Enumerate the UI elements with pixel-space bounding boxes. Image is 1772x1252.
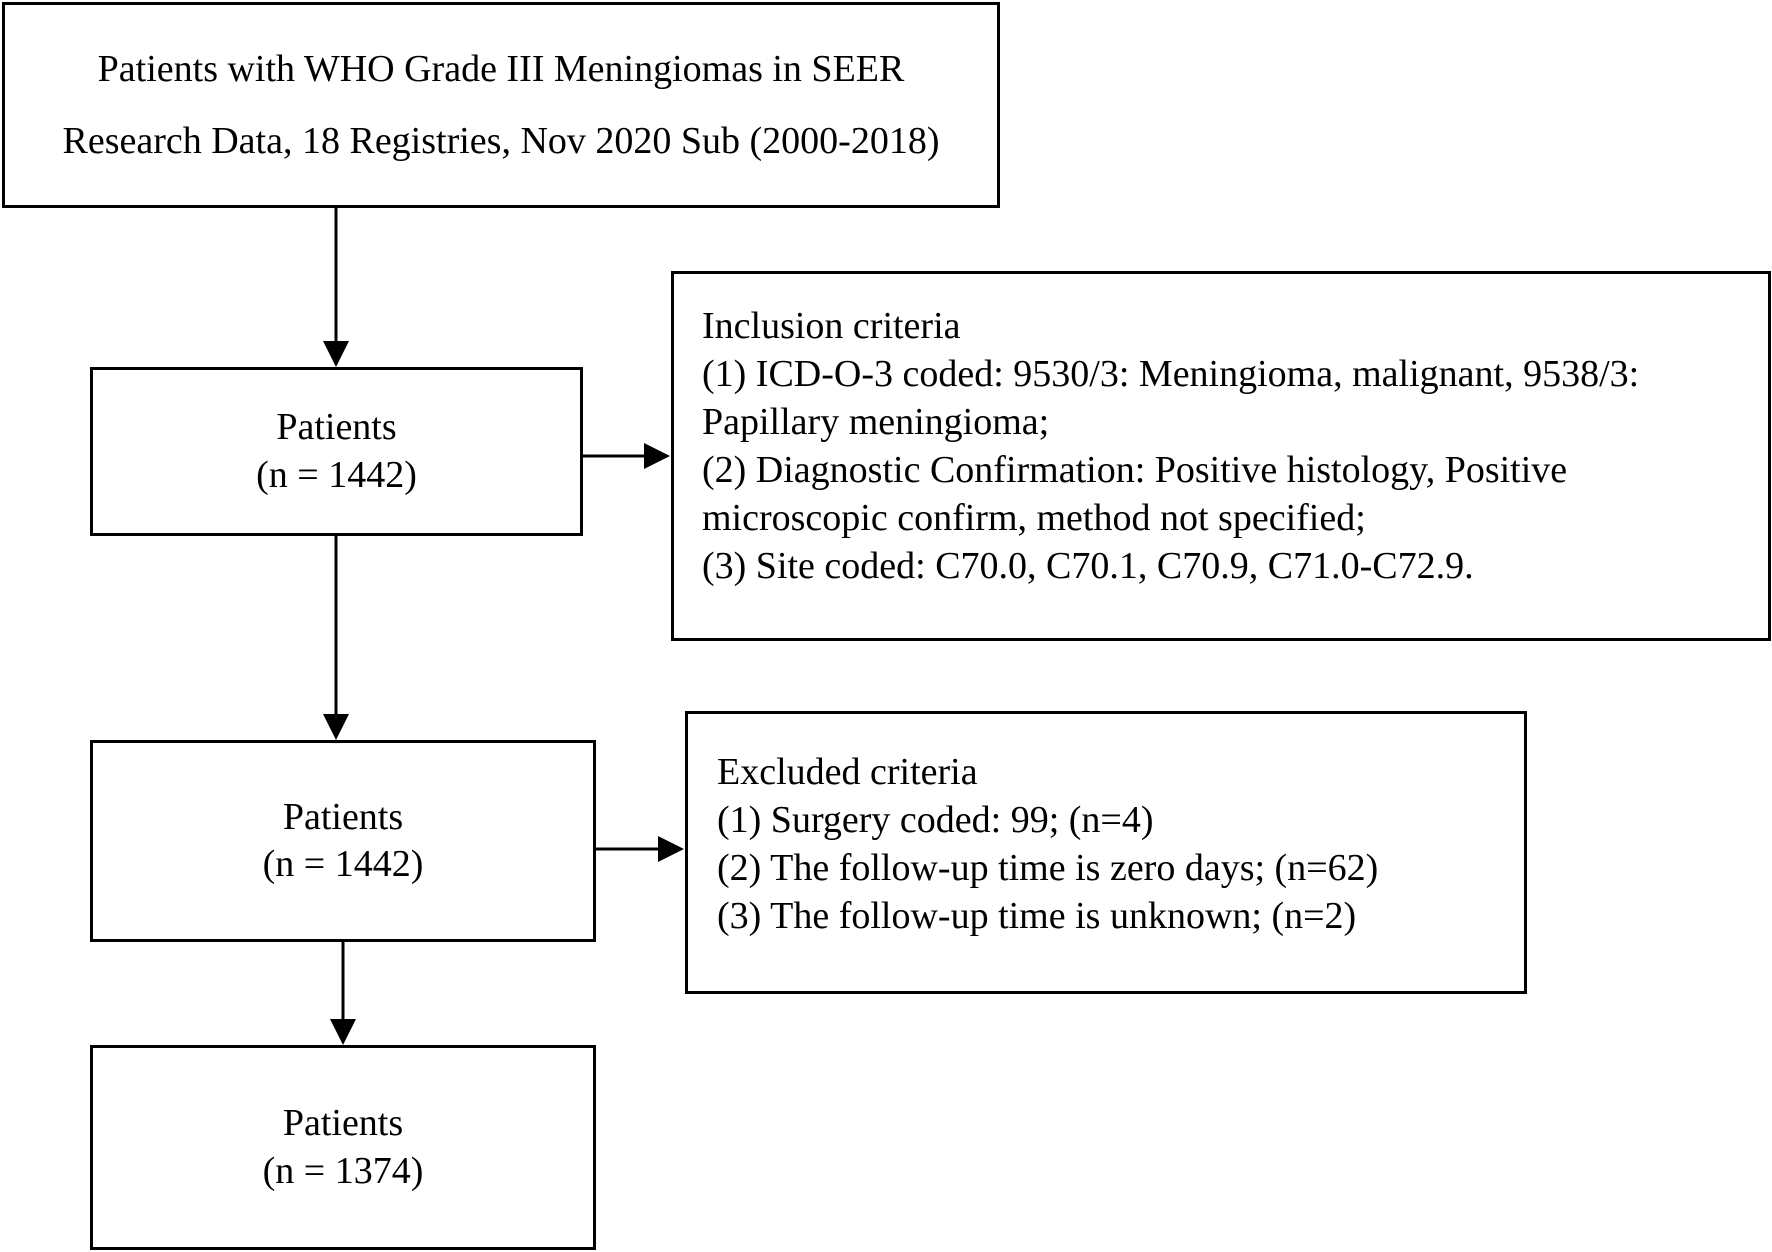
exclusion-line: (2) The follow-up time is zero days; (n=… <box>717 847 1379 889</box>
exclusion-criteria-box: Excluded criteria (1) Surgery coded: 99;… <box>685 711 1527 994</box>
arrowhead-step2-to-exclusion <box>658 836 684 862</box>
source-box: Patients with WHO Grade III Meningiomas … <box>2 2 1000 208</box>
arrowhead-source-to-step1 <box>323 341 349 367</box>
arrowhead-step1-to-inclusion <box>644 443 670 469</box>
inclusion-criteria-box: Inclusion criteria (1) ICD-O-3 coded: 95… <box>671 271 1771 641</box>
source-box-line2: Research Data, 18 Registries, Nov 2020 S… <box>62 120 940 162</box>
patients-count-step2: (n = 1442) <box>262 843 424 885</box>
patients-label-step3: Patients <box>282 1102 404 1144</box>
inclusion-line: microscopic confirm, method not specifie… <box>702 497 1366 539</box>
inclusion-line: (1) ICD-O-3 coded: 9530/3: Meningioma, m… <box>702 353 1640 395</box>
inclusion-line: Papillary meningioma; <box>702 401 1050 443</box>
patients-count-step3: (n = 1374) <box>262 1149 424 1192</box>
exclusion-line: (1) Surgery coded: 99; (n=4) <box>717 799 1154 841</box>
inclusion-line: (2) Diagnostic Confirmation: Positive hi… <box>702 449 1568 491</box>
patients-label-step2: Patients <box>282 795 404 838</box>
patients-box-step3: Patients (n = 1374) <box>90 1045 596 1250</box>
arrowhead-step1-to-step2 <box>323 714 349 740</box>
patients-box-step1: Patients (n = 1442) <box>90 367 583 536</box>
patients-label-step1: Patients <box>276 406 397 448</box>
patients-box-step2: Patients (n = 1442) <box>90 740 596 942</box>
exclusion-title: Excluded criteria <box>717 751 978 793</box>
inclusion-title: Inclusion criteria <box>702 305 961 347</box>
inclusion-line: (3) Site coded: C70.0, C70.1, C70.9, C71… <box>702 545 1474 587</box>
source-box-line1: Patients with WHO Grade III Meningiomas … <box>97 48 905 90</box>
patients-count-step1: (n = 1442) <box>256 453 417 496</box>
exclusion-line: (3) The follow-up time is unknown; (n=2) <box>717 895 1357 937</box>
arrowhead-step2-to-step3 <box>330 1019 356 1045</box>
